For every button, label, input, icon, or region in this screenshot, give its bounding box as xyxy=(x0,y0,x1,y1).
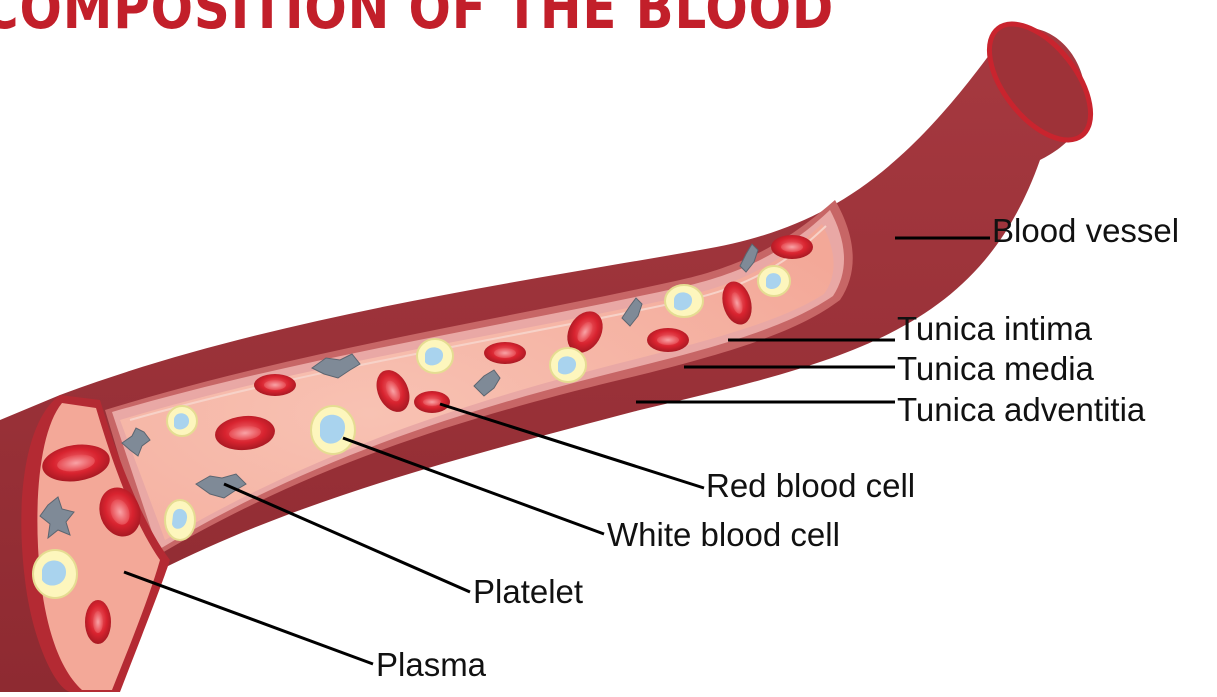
white-blood-cell-icon xyxy=(33,550,77,598)
white-blood-cell-icon xyxy=(165,500,195,540)
red-blood-cell-icon xyxy=(85,600,111,644)
leader-line-plasma xyxy=(124,572,373,664)
label-blood-vessel: Blood vessel xyxy=(992,214,1179,247)
red-blood-cell-icon xyxy=(484,342,526,364)
label-tunica-adventitia: Tunica adventitia xyxy=(897,393,1145,426)
leader-line-platelet xyxy=(224,484,470,592)
red-blood-cell-icon xyxy=(771,235,813,259)
diagram-title: COMPOSITION OF THE BLOOD xyxy=(0,0,834,42)
red-blood-cell-icon xyxy=(414,391,450,413)
label-white-blood-cell: White blood cell xyxy=(607,518,840,551)
white-blood-cell-icon xyxy=(417,339,453,373)
white-blood-cell-icon xyxy=(550,348,586,382)
red-blood-cell-icon xyxy=(254,374,296,396)
white-blood-cell-icon xyxy=(758,266,790,296)
white-blood-cell-icon xyxy=(311,406,355,454)
label-platelet: Platelet xyxy=(473,575,583,608)
white-blood-cell-icon xyxy=(665,285,703,317)
white-blood-cell-icon xyxy=(167,406,197,436)
label-tunica-media: Tunica media xyxy=(897,352,1094,385)
label-plasma: Plasma xyxy=(376,648,486,681)
red-blood-cell-icon xyxy=(647,328,689,352)
label-red-blood-cell: Red blood cell xyxy=(706,469,915,502)
label-tunica-intima: Tunica intima xyxy=(897,312,1092,345)
